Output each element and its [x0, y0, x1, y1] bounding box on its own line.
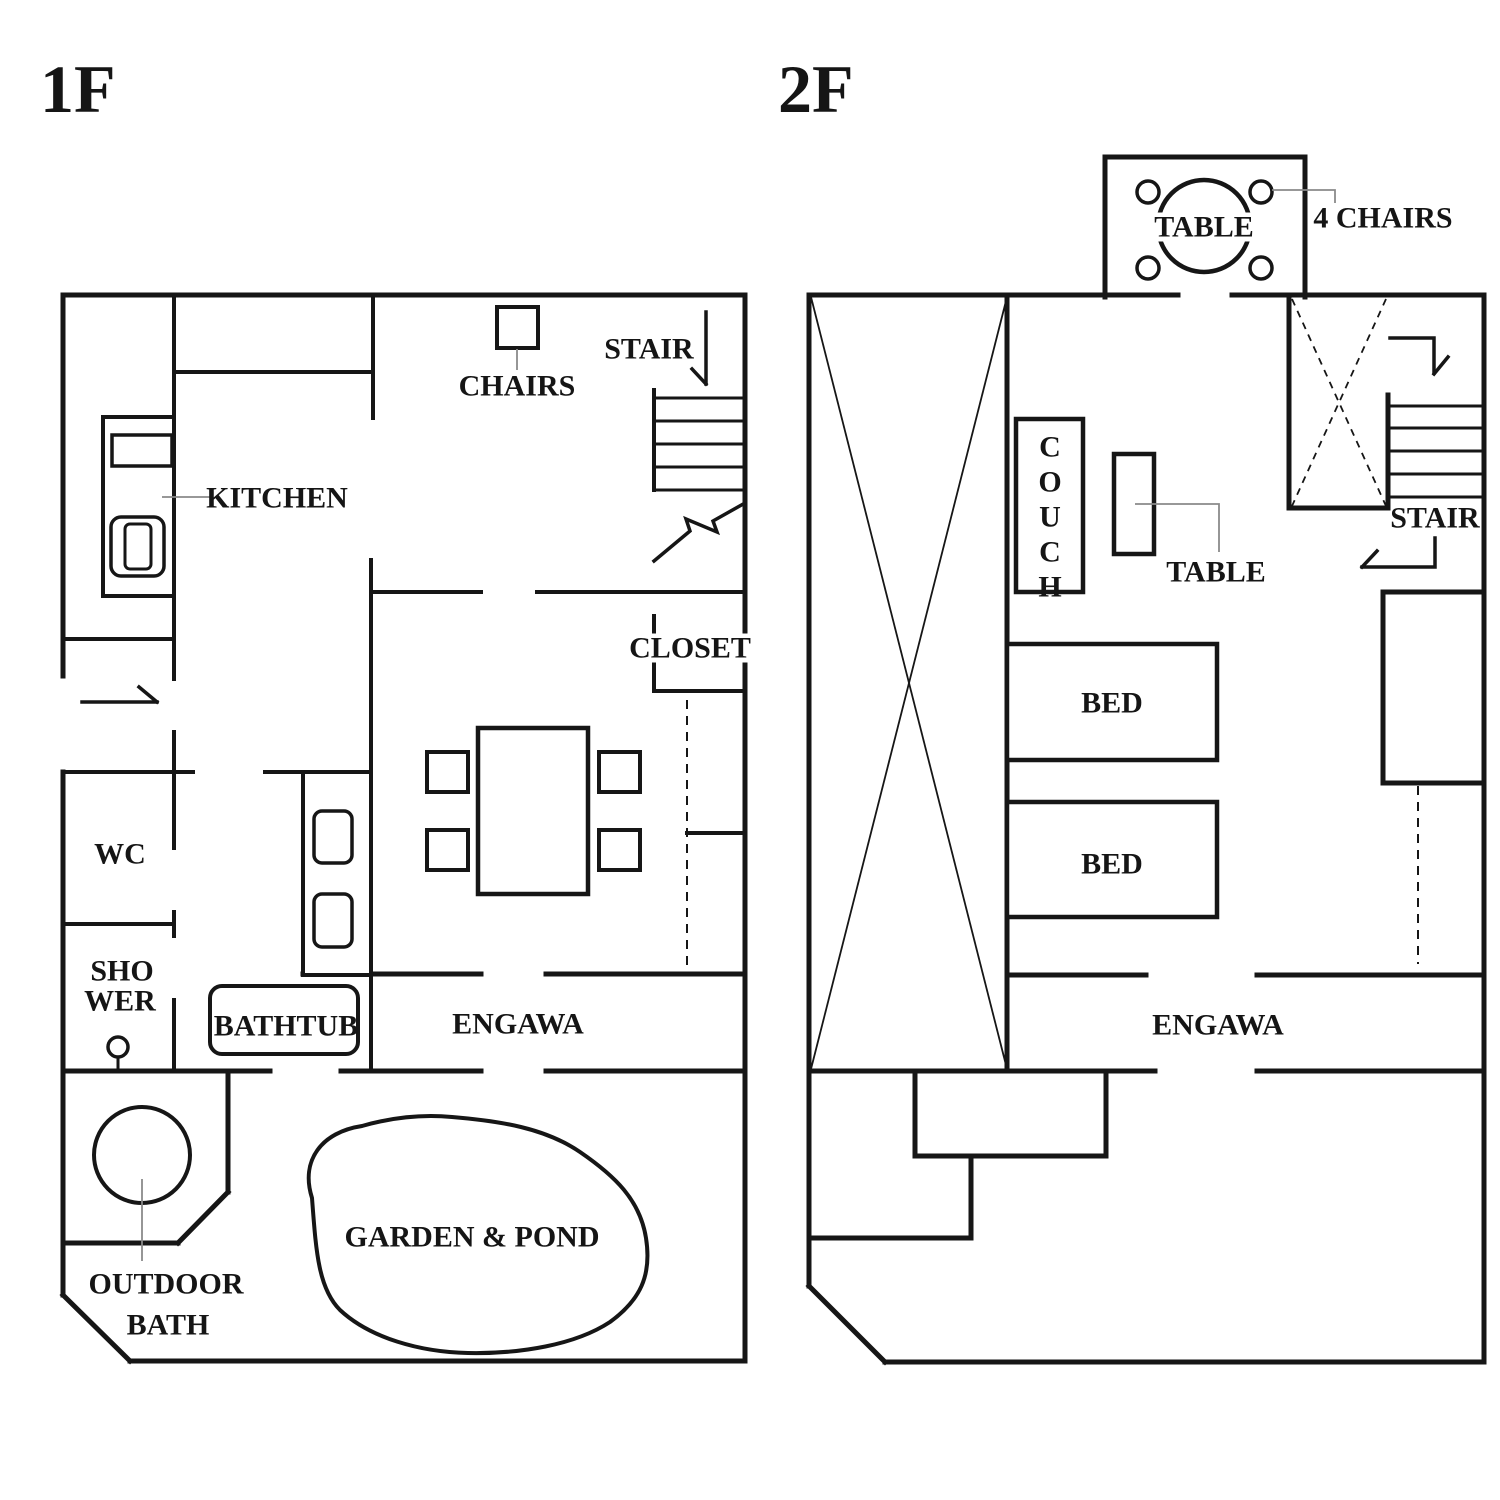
- void-cross-line: [810, 296, 1008, 1070]
- cushion: [312, 809, 354, 865]
- pond-outline: [306, 1114, 650, 1356]
- dining-chair: [597, 828, 642, 872]
- stair-up-arrowhead: [1431, 354, 1451, 377]
- dining-table: [475, 725, 591, 897]
- label-engawa: ENGAWA: [1152, 1009, 1284, 1042]
- label-bed-2: BED: [1081, 848, 1143, 881]
- kitchen-stove-inner: [123, 522, 153, 571]
- label-couch-letter: C: [1039, 536, 1061, 569]
- label-outdoor-bath-2: BATH: [127, 1309, 210, 1342]
- entry-arrowhead: [136, 684, 160, 705]
- stair-arrowhead: [689, 366, 709, 387]
- bathtub-shape: [208, 984, 360, 1056]
- chairs-leader: [1272, 189, 1336, 203]
- label-couch-letter: C: [1039, 431, 1061, 464]
- dining-chair: [425, 750, 470, 794]
- cushion: [312, 892, 354, 949]
- balcony-chair: [1135, 255, 1161, 281]
- floor-title-1f: 1F: [40, 51, 116, 127]
- label-shower-2: WER: [84, 985, 156, 1018]
- wall-segment: [59, 1291, 134, 1365]
- stair-down-arrow: [1360, 536, 1437, 569]
- dining-chair: [597, 750, 642, 794]
- label-closet-bg: [624, 633, 756, 663]
- label-4-chairs: 4 CHAIRS: [1313, 202, 1452, 235]
- label-engawa: ENGAWA: [452, 1008, 584, 1041]
- label-stair: STAIR: [604, 333, 694, 366]
- label-bed-1: BED: [1081, 687, 1143, 720]
- label-couch-letter: H: [1038, 571, 1061, 604]
- label-chairs: CHAIRS: [459, 370, 576, 403]
- floor-2f-plan: [805, 154, 1487, 1366]
- label-bathtub: BATHTUB: [214, 1010, 358, 1043]
- stair-break-line: [651, 500, 748, 564]
- label-couch-letter: U: [1039, 501, 1061, 534]
- wall-segment: [805, 1282, 889, 1366]
- label-balcony-table-bg: [1149, 212, 1259, 242]
- bed-rect: [1004, 799, 1220, 920]
- stair-down-arrowhead: [1359, 548, 1380, 570]
- balcony-chair: [1248, 255, 1274, 281]
- side-table: [1111, 451, 1157, 557]
- kitchen-sink: [110, 433, 174, 468]
- table-leader: [1135, 503, 1220, 552]
- label-balcony-table: TABLE: [1154, 211, 1253, 244]
- shower-head-icon: [106, 1035, 130, 1059]
- couch-shape: [1013, 416, 1086, 595]
- label-closet: CLOSET: [629, 632, 751, 665]
- floor-title-2f: 2F: [778, 51, 854, 127]
- label-wc: WC: [94, 838, 146, 871]
- label-shower-1: SHO: [90, 955, 153, 988]
- label-kitchen: KITCHEN: [206, 482, 348, 515]
- label-couch-letter: O: [1038, 466, 1061, 499]
- stair-up-arrow: [1388, 336, 1436, 375]
- bed-rect: [1004, 641, 1220, 763]
- label-table: TABLE: [1166, 556, 1265, 589]
- wall-segment: [174, 1188, 232, 1247]
- floor-1f-plan: [59, 292, 748, 1365]
- label-stair: STAIR: [1390, 502, 1480, 535]
- balcony-chair: [1248, 179, 1274, 205]
- label-garden-pond: GARDEN & POND: [345, 1221, 600, 1254]
- chair-square: [495, 305, 540, 350]
- label-outdoor-bath-1: OUTDOOR: [88, 1268, 243, 1301]
- balcony-chair: [1135, 179, 1161, 205]
- dining-chair: [425, 828, 470, 872]
